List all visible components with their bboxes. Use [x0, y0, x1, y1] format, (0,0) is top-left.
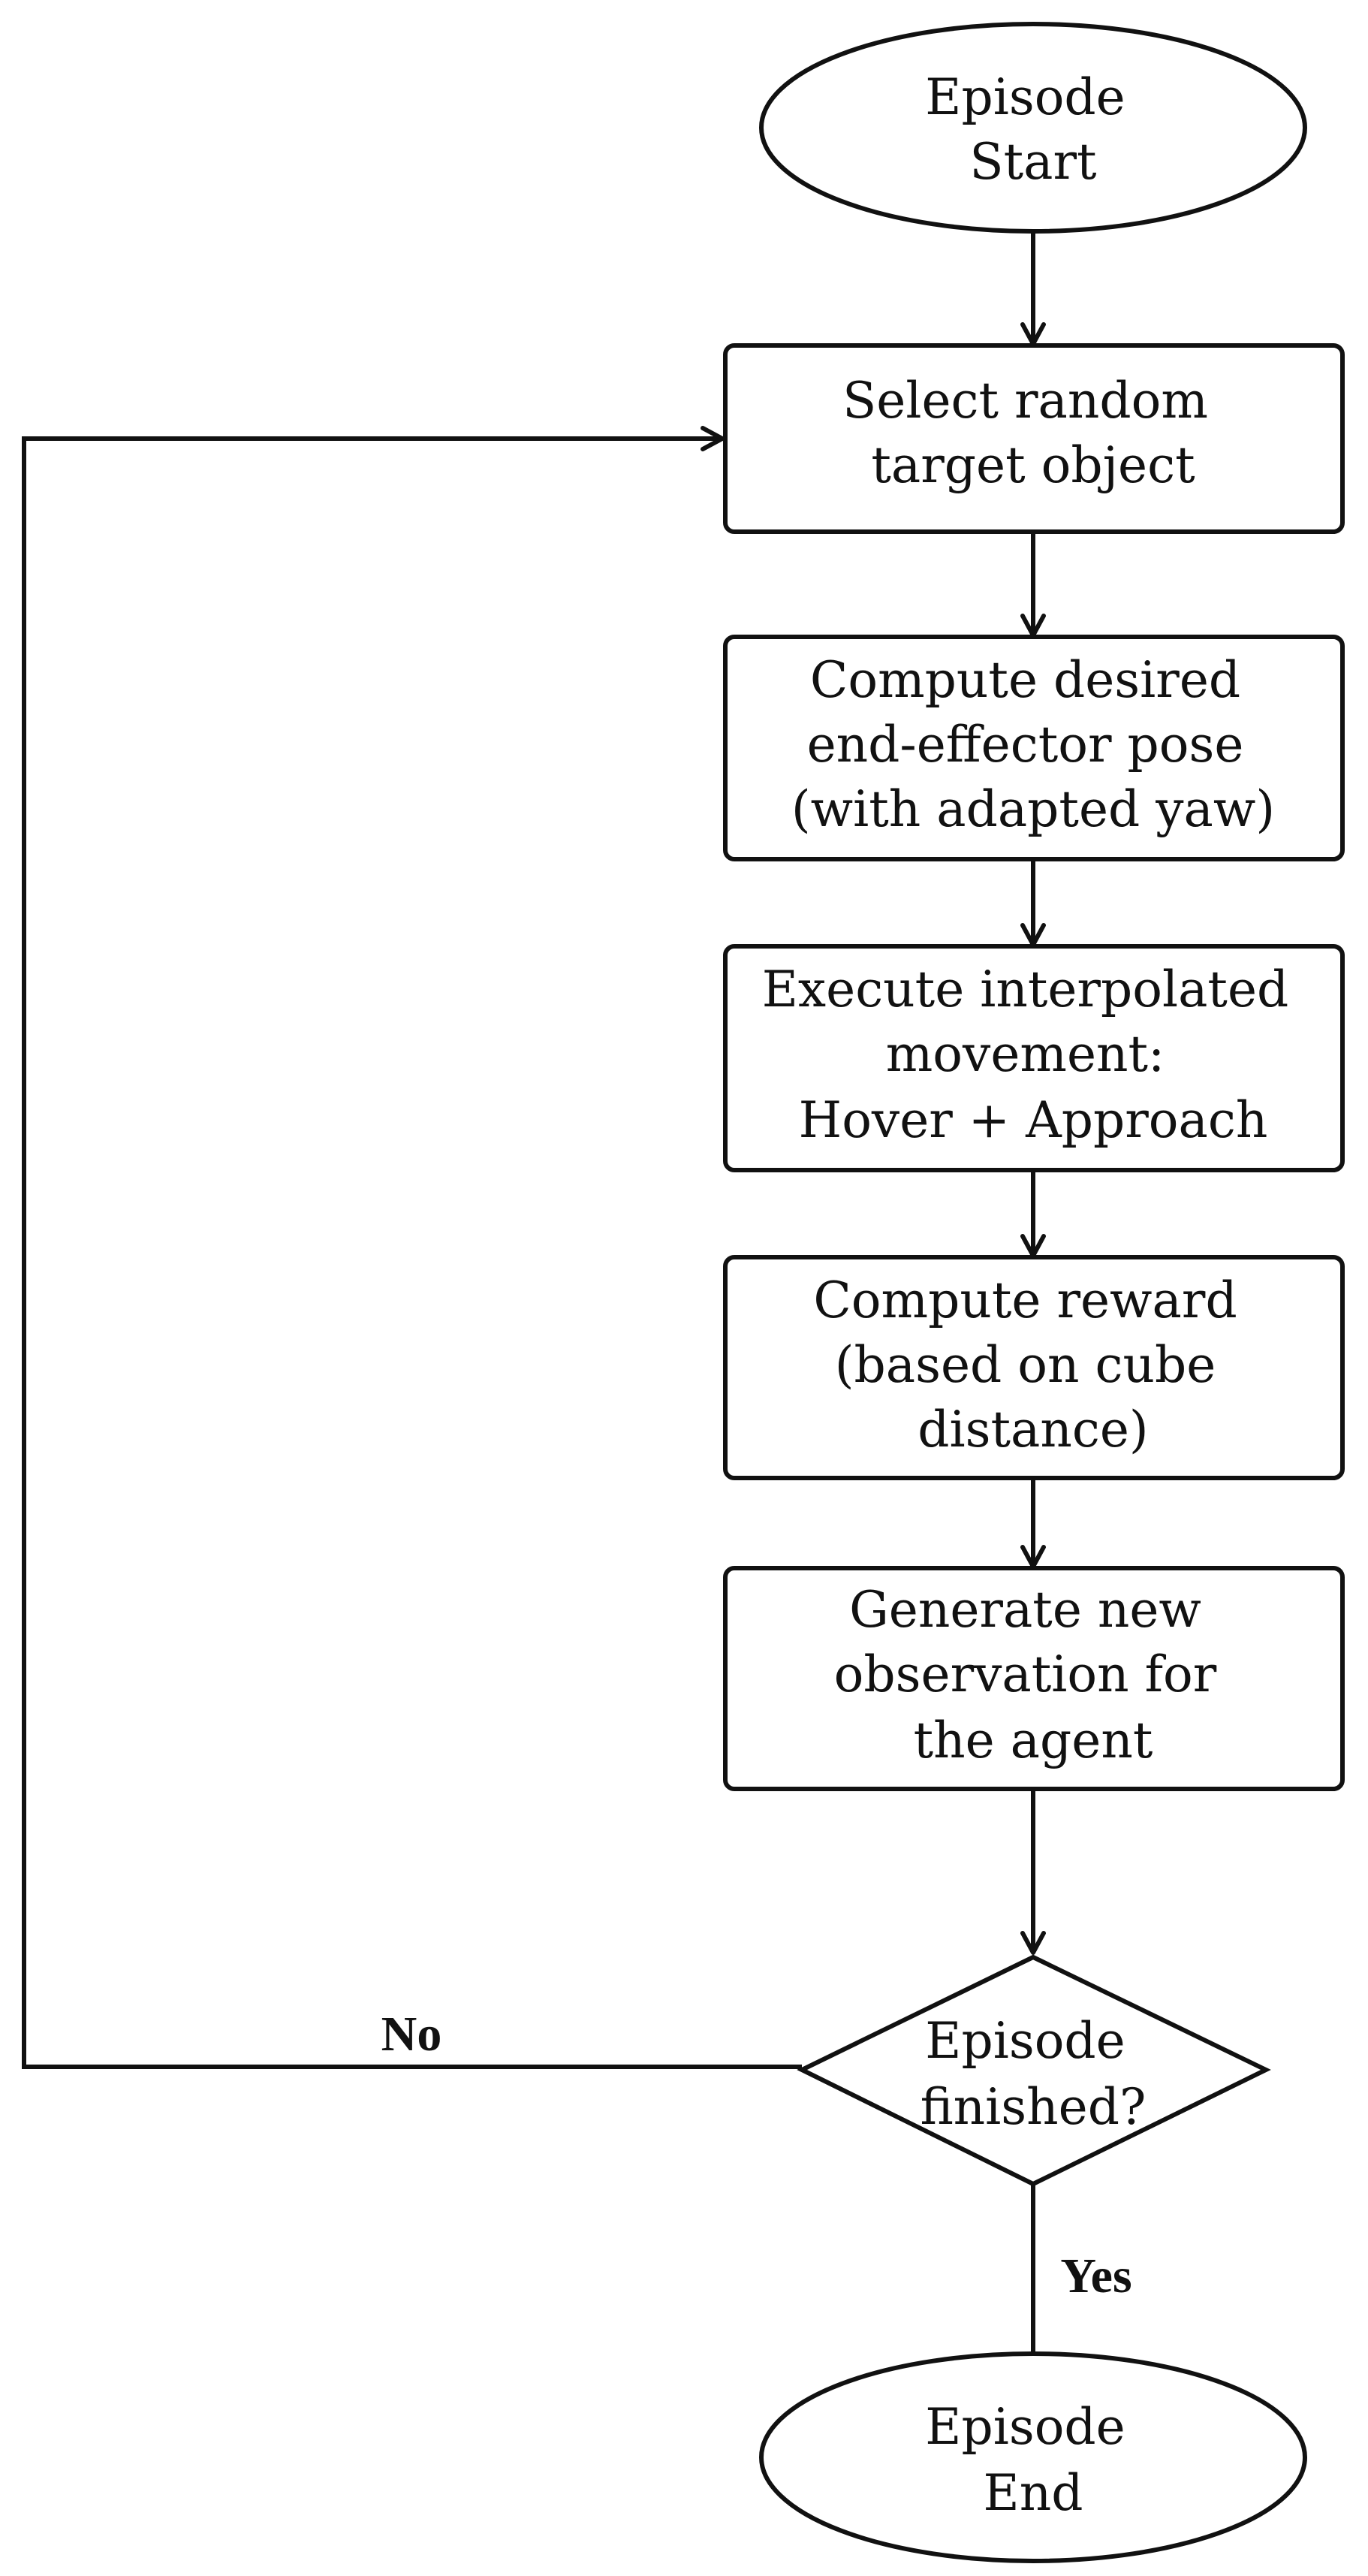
arrowhead-decision — [1020, 1931, 1046, 1955]
edge-loop-no — [22, 436, 802, 2069]
pose-line-3: (with adapted yaw) — [791, 780, 1275, 838]
node-generate-observation: Generate new observation for the agent — [723, 1566, 1345, 1791]
end-line-2: End — [984, 2464, 1083, 2522]
node-execute-movement: Execute interpolated movement: Hover + A… — [723, 944, 1345, 1172]
decision-line-2: finished? — [921, 2078, 1147, 2136]
decision-line-1: Episode — [925, 2012, 1125, 2070]
node-compute-pose: Compute desired end-effector pose (with … — [723, 635, 1345, 861]
svg-text:Episode finished?: Episode finished? — [921, 2012, 1147, 2136]
node-select-target: Select random target object — [723, 343, 1345, 534]
svg-text:Compute reward (based on: Compute reward (based on cube distance) — [813, 1271, 1252, 1458]
svg-text:Generate new observation: Generate new observation for the agent — [834, 1581, 1233, 1769]
start-line-2: Start — [969, 133, 1096, 191]
edge-label-yes: Yes — [1060, 2249, 1131, 2303]
node-start: Episode Start — [759, 22, 1307, 234]
observation-line-2: observation for — [834, 1645, 1217, 1703]
reward-line-3: distance) — [918, 1401, 1148, 1458]
execute-line-1: Execute interpolated — [762, 961, 1289, 1018]
start-line-1: Episode — [925, 68, 1125, 126]
select-line-2: target object — [871, 436, 1195, 494]
execute-line-2: movement: — [886, 1025, 1165, 1083]
edge-label-no: No — [381, 2007, 442, 2062]
svg-text:Compute desired end-effe: Compute desired end-effector pose (with … — [791, 651, 1275, 838]
pose-line-1: Compute desired — [810, 651, 1240, 709]
svg-text:Episode Start: Episode Start — [925, 68, 1141, 191]
node-end: Episode End — [759, 2351, 1307, 2563]
svg-text:Execute interpolated mov: Execute interpolated movement: Hover + A… — [762, 961, 1305, 1149]
reward-line-2: (based on cube — [835, 1336, 1216, 1394]
observation-line-3: the agent — [914, 1712, 1153, 1769]
node-compute-reward: Compute reward (based on cube distance) — [723, 1255, 1345, 1480]
pose-line-2: end-effector pose — [807, 716, 1244, 774]
execute-line-3: Hover + Approach — [799, 1091, 1268, 1149]
svg-text:Episode End: Episode End — [925, 2398, 1141, 2522]
arrowhead-loop — [701, 426, 725, 451]
observation-line-1: Generate new — [849, 1581, 1201, 1639]
reward-line-1: Compute reward — [813, 1271, 1237, 1329]
svg-text:Select random target obj: Select random target object — [842, 372, 1224, 494]
end-line-1: Episode — [925, 2398, 1125, 2456]
select-line-1: Select random — [842, 372, 1208, 430]
node-decision: Episode finished? — [797, 1954, 1271, 2187]
